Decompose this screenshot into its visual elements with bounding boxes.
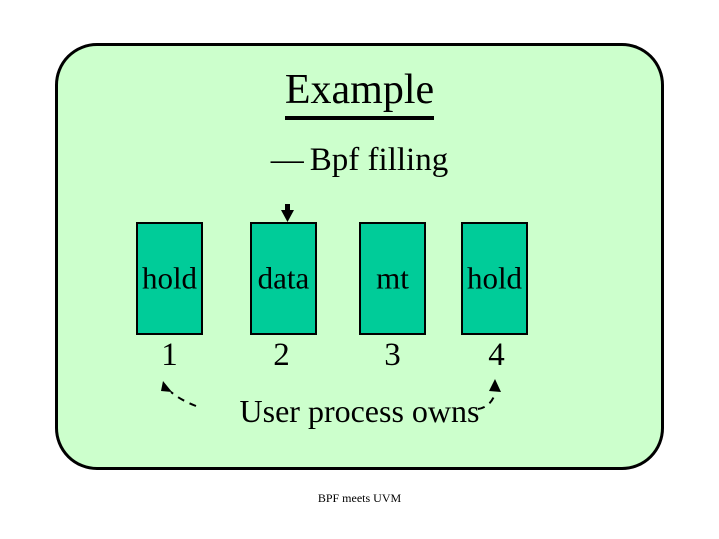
- buffer-cell-1-label: hold: [141, 259, 198, 295]
- page-title-text: Example: [284, 65, 435, 120]
- em-dash-bullet: —: [270, 142, 304, 178]
- subtitle-text: Bpf filling: [309, 142, 449, 178]
- buffer-cell-4-label: hold: [466, 259, 523, 295]
- buffer-cell-4[interactable]: hold: [461, 222, 528, 335]
- buffer-cell-2-label: data: [257, 259, 310, 295]
- buffer-row: hold data mt hold: [0, 222, 719, 335]
- buffer-cell-3-label: mt: [376, 259, 409, 295]
- buffer-cell-2[interactable]: data: [250, 222, 317, 335]
- slide-footer: BPF meets UVM: [317, 491, 402, 505]
- owner-caption: User process owns: [239, 393, 480, 429]
- buffer-index-1: 1: [161, 337, 178, 373]
- buffer-index-4: 4: [488, 337, 505, 373]
- page-title: Example: [0, 65, 719, 120]
- buffer-index-2: 2: [273, 337, 290, 373]
- buffer-cell-3[interactable]: mt: [359, 222, 426, 335]
- subtitle: —Bpf filling: [0, 140, 719, 180]
- buffer-index-row: 1 2 3 4: [0, 336, 719, 374]
- buffer-cell-1[interactable]: hold: [136, 222, 203, 335]
- buffer-index-3: 3: [384, 337, 401, 373]
